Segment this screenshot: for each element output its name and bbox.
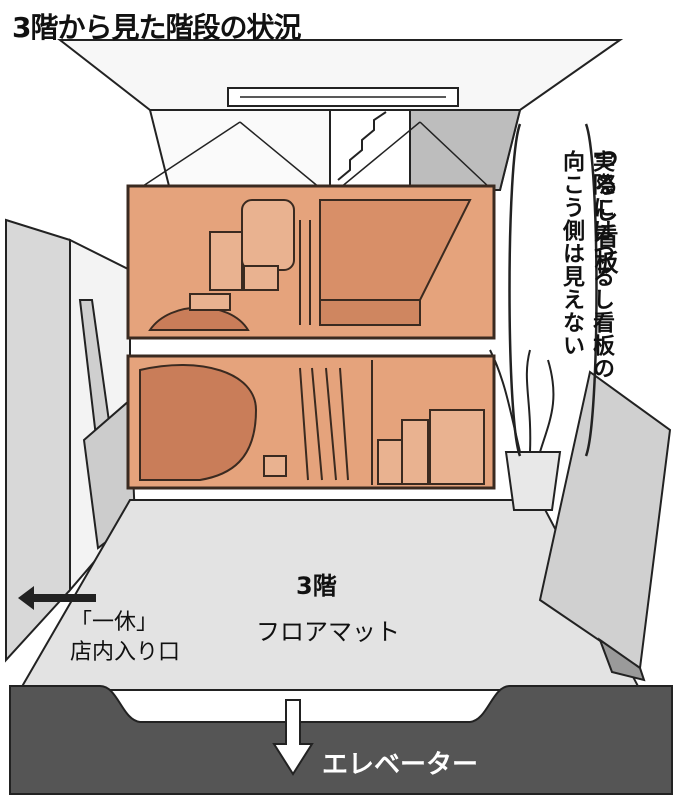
plant-pot-icon [504, 451, 562, 511]
note-line-2: 向こう側は見えない [559, 150, 584, 357]
floor-mat-label: フロアマット [256, 618, 400, 646]
note-label: 実際にはつるし看板の 向こう側は見えない [556, 150, 616, 380]
hanging-sign-label: つるし看板 [590, 146, 618, 276]
shop-name: 「一休」 [70, 610, 159, 635]
note-line-1: 実際にはつるし看板の [589, 150, 614, 380]
floor-label: 3階 [296, 572, 337, 600]
right-back-wall [409, 109, 522, 191]
elevator-band [9, 685, 673, 795]
shop-entrance-text: 店内入り口 [70, 640, 181, 665]
down-arrow-icon [272, 699, 314, 776]
upper-stairs [329, 109, 411, 191]
page-title: 3階から見た階段の状況 [12, 11, 301, 44]
elevator-label: エレベーター [322, 750, 479, 780]
left-arrow-icon [18, 586, 96, 610]
shop-entrance-label: 「一休」 店内入り口 [70, 608, 180, 668]
